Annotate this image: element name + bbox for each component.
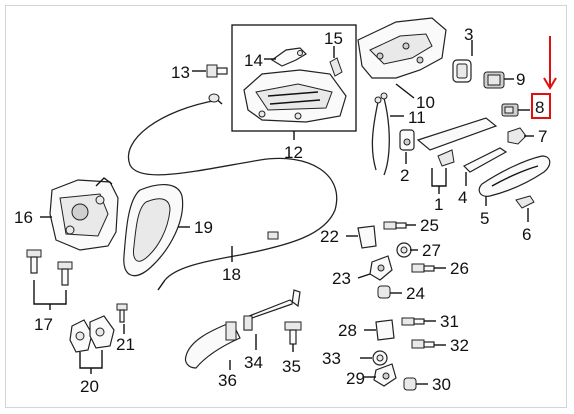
label-35: 35 xyxy=(282,357,301,376)
label-19: 19 xyxy=(194,218,213,237)
label-27: 27 xyxy=(422,241,441,260)
part-9-insert[interactable] xyxy=(483,71,505,89)
part-34-bracket[interactable] xyxy=(243,289,301,331)
highlight-arrow-head xyxy=(543,77,557,90)
label-36: 36 xyxy=(218,371,237,390)
label-2: 2 xyxy=(400,166,409,185)
part-13-bolt[interactable] xyxy=(206,64,228,78)
label-18: 18 xyxy=(222,265,241,284)
part-14-lever[interactable] xyxy=(270,47,307,67)
label-22: 22 xyxy=(320,227,339,246)
part-17-screws[interactable] xyxy=(26,249,73,286)
label-26: 26 xyxy=(450,259,469,278)
label-5: 5 xyxy=(480,209,489,228)
part-2-cover[interactable] xyxy=(399,129,415,151)
label-24: 24 xyxy=(406,284,425,303)
label-10: 10 xyxy=(416,93,435,112)
part-29-clip[interactable] xyxy=(373,363,397,387)
part-25-screw[interactable] xyxy=(383,221,407,230)
part-23-clip[interactable] xyxy=(369,255,393,281)
part-35-bolt[interactable] xyxy=(284,321,302,345)
part-27-washer[interactable] xyxy=(396,242,412,258)
label-32: 32 xyxy=(450,336,469,355)
part-32-screw[interactable] xyxy=(411,339,435,349)
label-1: 1 xyxy=(434,195,443,214)
label-33: 33 xyxy=(322,349,341,368)
label-11: 11 xyxy=(408,108,426,127)
label-12: 12 xyxy=(284,143,303,162)
part-28-bracket[interactable] xyxy=(375,319,395,341)
leader-17 xyxy=(33,280,67,310)
label-28: 28 xyxy=(338,321,357,340)
part-36-endcap[interactable] xyxy=(184,321,241,369)
part-6-clip[interactable] xyxy=(515,195,535,209)
part-5-outer-handle[interactable] xyxy=(478,155,551,197)
label-6: 6 xyxy=(522,225,531,244)
part-30-plug[interactable] xyxy=(403,377,417,391)
label-15: 15 xyxy=(324,29,343,48)
part-22-bracket[interactable] xyxy=(357,225,377,249)
label-30: 30 xyxy=(432,375,451,394)
label-25: 25 xyxy=(420,216,439,235)
part-number-labels: 13 14 15 12 3 9 10 11 8 7 2 4 1 5 6 16 1… xyxy=(14,25,547,396)
label-7: 7 xyxy=(538,127,547,146)
label-4: 4 xyxy=(458,188,467,207)
leader-1 xyxy=(431,168,447,194)
part-15-clip[interactable] xyxy=(329,57,343,77)
label-13: 13 xyxy=(171,63,190,82)
part-11-rod[interactable] xyxy=(371,92,390,176)
part-3-cap[interactable] xyxy=(452,59,472,83)
part-31-screw[interactable] xyxy=(401,317,425,326)
part-21-screw[interactable] xyxy=(116,303,128,323)
part-8-clip[interactable] xyxy=(501,103,519,117)
highlight-box xyxy=(531,93,551,119)
label-3: 3 xyxy=(464,25,473,44)
label-31: 31 xyxy=(440,312,459,331)
part-26-screw[interactable] xyxy=(411,263,435,273)
part-10-carrier[interactable] xyxy=(357,17,447,79)
label-29: 29 xyxy=(346,369,365,388)
leader-20 xyxy=(79,350,103,374)
label-14: 14 xyxy=(244,51,263,70)
label-23: 23 xyxy=(332,269,351,288)
part-20-pads[interactable] xyxy=(69,315,115,353)
label-20: 20 xyxy=(80,377,99,396)
part-8-highlight xyxy=(531,36,557,119)
leader-lines xyxy=(40,40,534,385)
part-12-handle-housing[interactable] xyxy=(243,69,347,123)
part-19-seal[interactable] xyxy=(123,184,184,277)
label-8: 8 xyxy=(535,98,544,117)
part-24-plug[interactable] xyxy=(377,285,391,299)
part-16-latch[interactable] xyxy=(49,177,119,251)
label-34: 34 xyxy=(244,353,263,372)
label-16: 16 xyxy=(14,208,33,227)
part-7-bracket[interactable] xyxy=(507,127,527,145)
part-4-strip[interactable] xyxy=(462,147,508,173)
part-33-washer[interactable] xyxy=(372,350,388,366)
label-9: 9 xyxy=(516,70,525,89)
part-18-cable[interactable] xyxy=(127,93,338,291)
part-1-handle[interactable] xyxy=(416,117,498,167)
label-21: 21 xyxy=(116,335,135,354)
label-17: 17 xyxy=(34,315,53,334)
